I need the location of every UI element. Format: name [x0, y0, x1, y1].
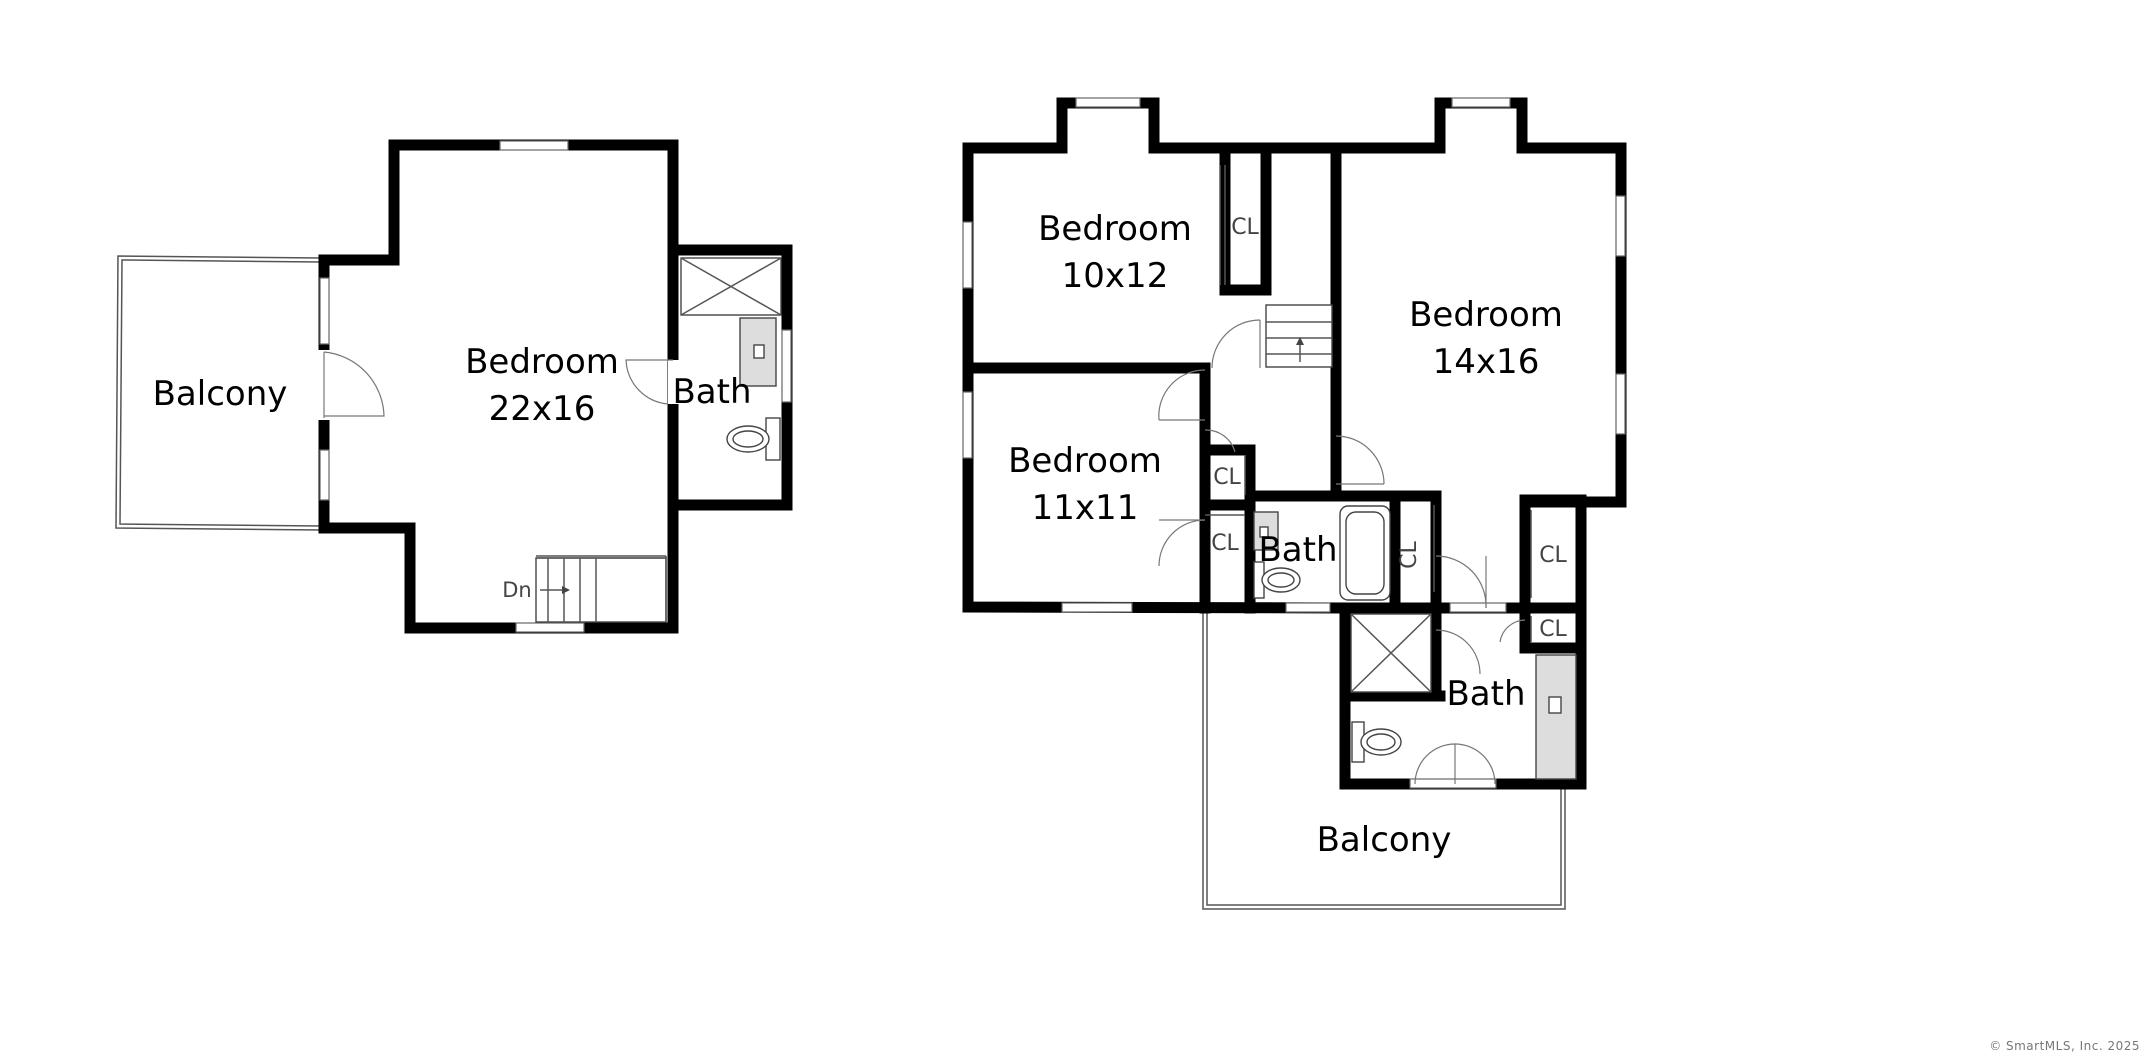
closet-label: CL	[1213, 465, 1241, 490]
left-bath-label: Bath	[672, 372, 751, 412]
bedroom-c-name: Bedroom	[1008, 441, 1162, 481]
bedroom-a-name: Bedroom	[1038, 209, 1192, 249]
left-balcony-label: Balcony	[153, 374, 288, 414]
right-floor-plan: Bedroom 10x12 Bedroom 14x16 Bedroom 11x1…	[962, 97, 1627, 910]
bedroom-b-size: 14x16	[1433, 342, 1540, 382]
closet-label: CL	[1211, 531, 1239, 556]
bedroom-c-size: 11x11	[1032, 488, 1139, 528]
right-balcony-label: Balcony	[1317, 820, 1452, 860]
stairs-down-label: Dn	[502, 578, 531, 602]
left-balcony-outline	[115, 255, 323, 531]
left-bedroom-name: Bedroom	[465, 342, 619, 382]
closet-label: CL	[1539, 543, 1567, 568]
closet-label: CL	[1539, 617, 1567, 642]
closet-label: CL	[1397, 540, 1422, 568]
bedroom-b-name: Bedroom	[1409, 295, 1563, 335]
left-bedroom-size: 22x16	[489, 389, 596, 429]
closet-label: CL	[1231, 215, 1259, 240]
left-floor-plan: Balcony Bedroom 22x16 Bath Dn	[115, 139, 793, 634]
master-bath-label: Bath	[1446, 674, 1525, 714]
right-balcony-outline	[1202, 608, 1566, 910]
left-bedroom-walls	[318, 139, 793, 634]
hall-bath-label: Bath	[1258, 530, 1337, 570]
bedroom-a-size: 10x12	[1062, 256, 1169, 296]
copyright-notice: © SmartMLS, Inc. 2025	[1989, 1039, 2140, 1053]
